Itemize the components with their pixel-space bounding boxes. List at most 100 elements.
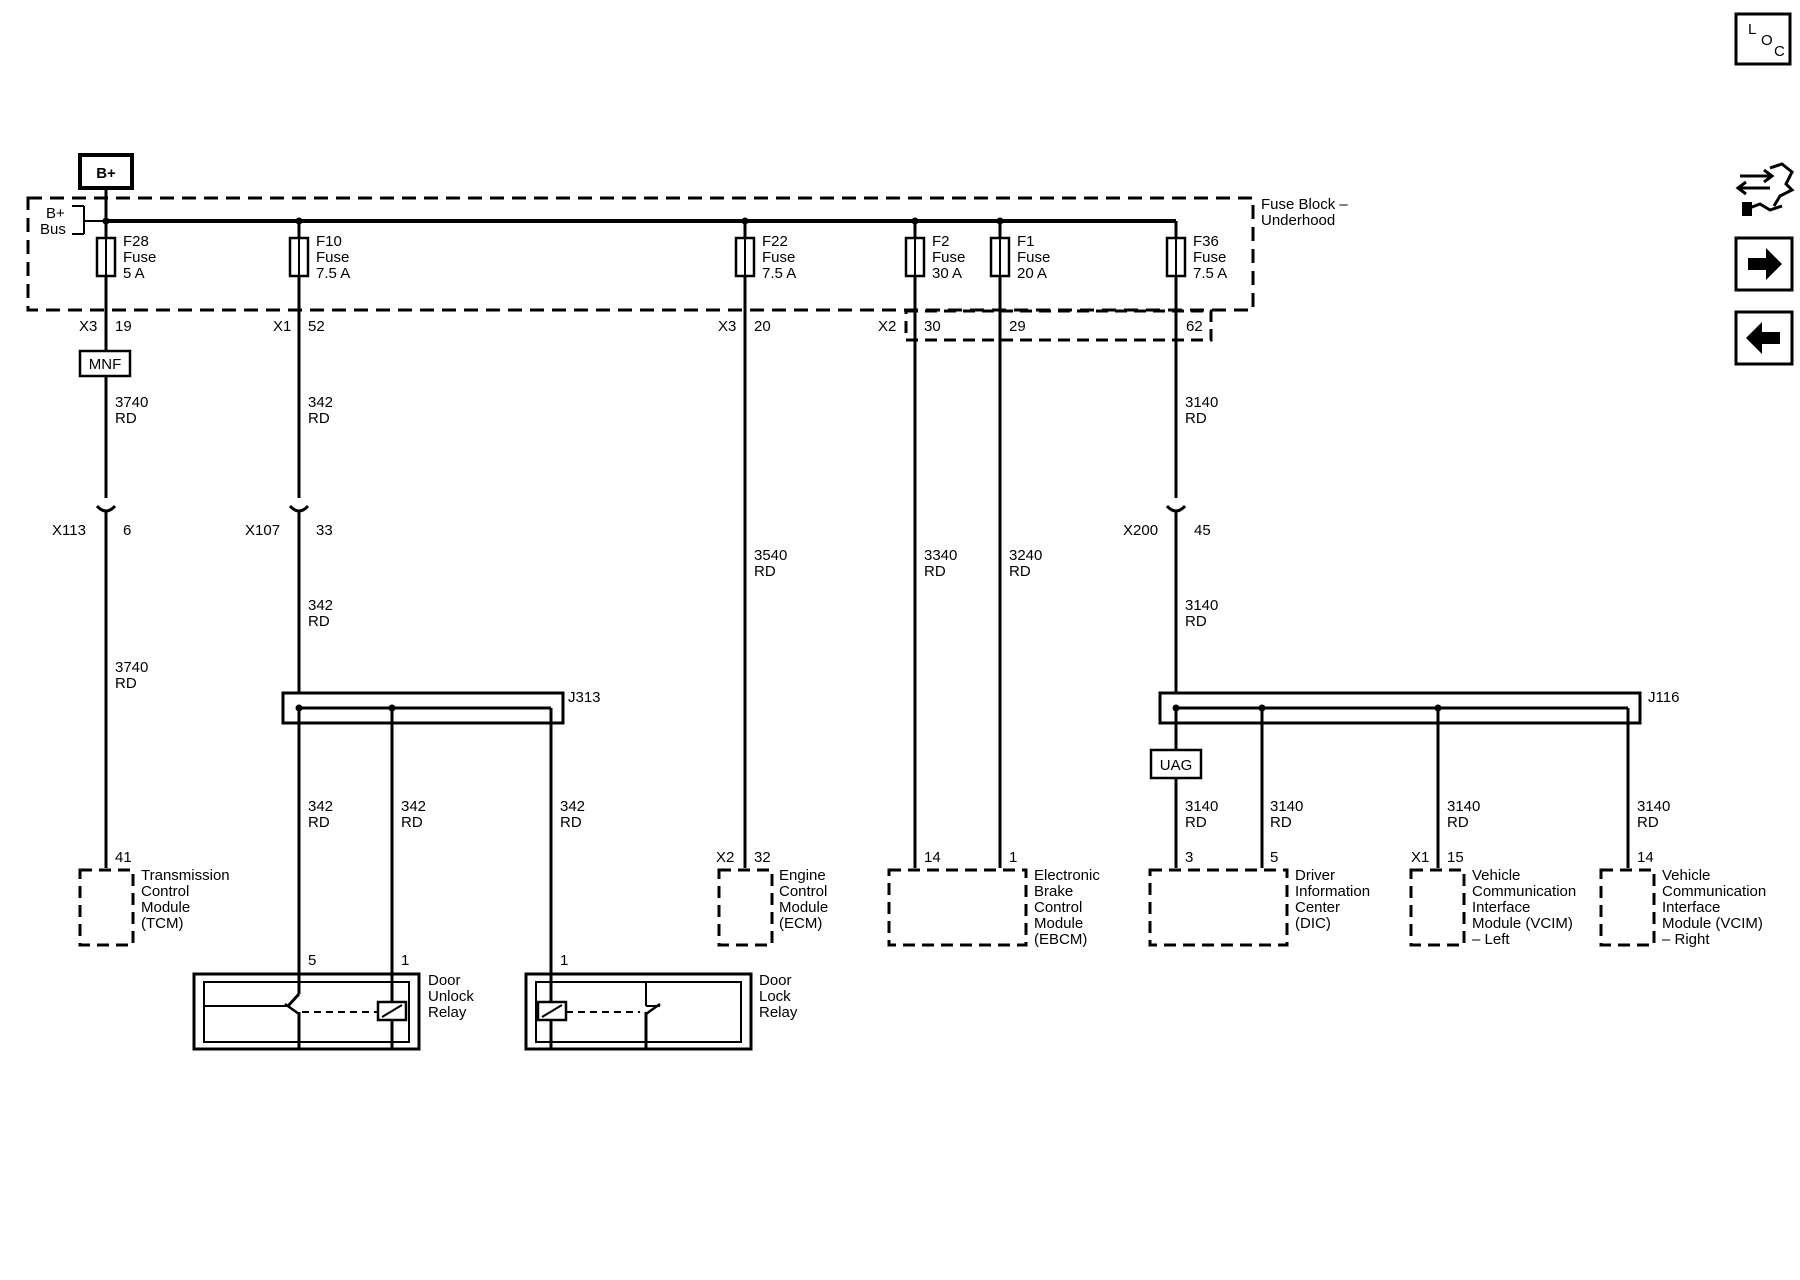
wire-label-circuit: 3340 (924, 547, 957, 564)
uag-option-box: UAG (1149, 748, 1203, 780)
module-dic-pin-a: 3 (1185, 849, 1193, 866)
door-lock-relay (524, 972, 753, 1051)
door-lock-relay-label-3: Relay (759, 1004, 798, 1021)
fuse-f10 (288, 217, 310, 278)
connector-x107-name: X107 (245, 522, 280, 539)
door-lock-relay-label-2: Lock (759, 988, 791, 1005)
wire-label-color: RD (1270, 814, 1292, 831)
mnf-option-box: MNF (78, 349, 132, 378)
module-ecm-label-4: (ECM) (779, 915, 822, 932)
bus-label-line2: Bus (40, 221, 66, 238)
module-vcim-right-pin: 14 (1637, 849, 1654, 866)
module-ecm-pin: 32 (754, 849, 771, 866)
fuse-f10-type: Fuse (316, 249, 349, 266)
battery-positive-source: B+ (78, 153, 134, 190)
module-tcm-outline (78, 868, 135, 947)
module-vcim-right-label-3: Interface (1662, 899, 1720, 916)
fuse-f36-pin: 62 (1186, 318, 1203, 335)
fuse-f1-type: Fuse (1017, 249, 1050, 266)
wire-label-circuit: 342 (308, 798, 333, 815)
fuse-f2 (904, 217, 926, 278)
module-tcm-label-4: (TCM) (141, 915, 183, 932)
component-locator-button[interactable]: L O C (1734, 12, 1792, 66)
fuse-f36-type: Fuse (1193, 249, 1226, 266)
fuse-f2-type: Fuse (932, 249, 965, 266)
wire-label-circuit: 3740 (115, 394, 148, 411)
wire-label-color: RD (1185, 814, 1207, 831)
wire-label-color: RD (1185, 410, 1207, 427)
module-dic-label-1: Driver (1295, 867, 1335, 884)
module-ebcm-label-4: Module (1034, 915, 1083, 932)
module-vcim-left-label-4: Module (VCIM) (1472, 915, 1573, 932)
module-ecm-outline (717, 868, 774, 947)
wire-label-circuit: 3740 (115, 659, 148, 676)
fuse-f28-name: F28 (123, 233, 149, 250)
door-unlock-relay-pin-a: 5 (308, 952, 316, 969)
locator-letter-o: O (1761, 32, 1773, 49)
door-unlock-relay-label-3: Relay (428, 1004, 467, 1021)
module-vcim-right-label-2: Communication (1662, 883, 1766, 900)
module-vcim-left-label-5: – Left (1472, 931, 1510, 948)
module-dic-outline (1148, 868, 1289, 947)
module-ecm-label-1: Engine (779, 867, 826, 884)
fuse-f1-pin: 29 (1009, 318, 1026, 335)
module-dic-label-4: (DIC) (1295, 915, 1331, 932)
circuit-3740 (95, 276, 117, 868)
wire-label-color: RD (560, 814, 582, 831)
bus-label-line1: B+ (46, 205, 65, 222)
module-vcim-right-label-4: Module (VCIM) (1662, 915, 1763, 932)
connector-x113-pin: 6 (123, 522, 131, 539)
wire-label-color: RD (115, 675, 137, 692)
module-dic-label-3: Center (1295, 899, 1340, 916)
wire-label-color: RD (1637, 814, 1659, 831)
wire-label-circuit: 3140 (1270, 798, 1303, 815)
connector-tool-icon[interactable] (1735, 162, 1795, 216)
door-lock-relay-pin: 1 (560, 952, 568, 969)
fuse-f36-rating: 7.5 A (1193, 265, 1227, 282)
power-source-label: B+ (96, 165, 116, 182)
module-vcim-right-outline (1599, 868, 1656, 947)
wire-label-circuit: 342 (401, 798, 426, 815)
module-vcim-left-label-1: Vehicle (1472, 867, 1520, 884)
fuse-f10-rating: 7.5 A (316, 265, 350, 282)
fuse-f36 (1165, 221, 1187, 278)
wire-label-color: RD (1447, 814, 1469, 831)
module-ebcm-label-1: Electronic (1034, 867, 1100, 884)
module-vcim-left-connector: X1 (1411, 849, 1429, 866)
wire-label-color: RD (924, 563, 946, 580)
module-ebcm-pin-b: 1 (1009, 849, 1017, 866)
wire-label-circuit: 342 (560, 798, 585, 815)
module-ebcm-outline (887, 868, 1028, 947)
module-ebcm-label-5: (EBCM) (1034, 931, 1087, 948)
fuse-f2-connector: X2 (878, 318, 896, 335)
circuit-342-feed (288, 276, 310, 707)
arrow-left-icon[interactable] (1734, 310, 1794, 366)
fuse-f2-rating: 30 A (932, 265, 962, 282)
x2-connector-outline (904, 309, 1213, 342)
fuse-f28-pin: 19 (115, 318, 132, 335)
module-tcm-label-2: Control (141, 883, 189, 900)
uag-option-label: UAG (1160, 757, 1193, 774)
wire-label-color: RD (308, 613, 330, 630)
bus-bracket (72, 205, 106, 235)
fuse-block-outline (26, 196, 1255, 312)
fuse-f22-name: F22 (762, 233, 788, 250)
circuit-3140-branches (1174, 708, 1630, 868)
door-lock-relay-label-1: Door (759, 972, 792, 989)
wire-label-color: RD (308, 814, 330, 831)
wire-label-color: RD (115, 410, 137, 427)
module-vcim-left-pin: 15 (1447, 849, 1464, 866)
wire-label-color: RD (754, 563, 776, 580)
locator-letter-l: L (1748, 21, 1756, 38)
wire-label-color: RD (1009, 563, 1031, 580)
door-unlock-relay (192, 972, 421, 1051)
module-vcim-left-label-3: Interface (1472, 899, 1530, 916)
wire-label-color: RD (1185, 613, 1207, 630)
fuse-f22-rating: 7.5 A (762, 265, 796, 282)
door-unlock-relay-pin-b: 1 (401, 952, 409, 969)
arrow-right-icon[interactable] (1734, 236, 1794, 292)
fuse-f28-rating: 5 A (123, 265, 145, 282)
fuse-f10-connector: X1 (273, 318, 291, 335)
fuse-f28 (95, 217, 117, 278)
splice-j116-label: J116 (1648, 689, 1679, 706)
